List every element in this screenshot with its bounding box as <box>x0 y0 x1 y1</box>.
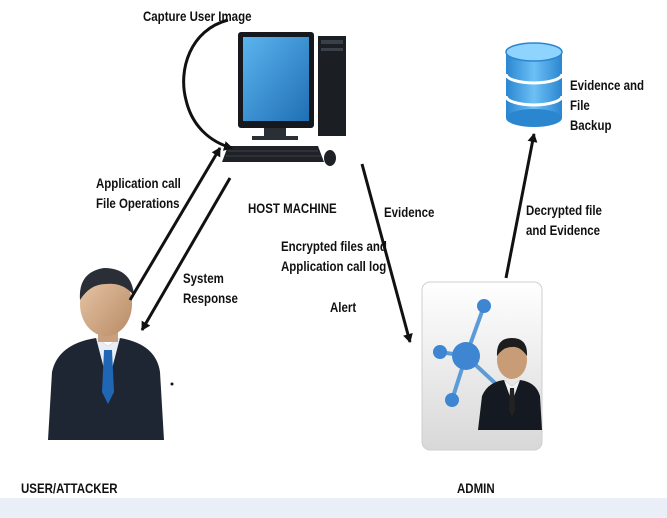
system-response-arrow <box>140 177 232 331</box>
backup-label: Evidence and File Backup <box>570 77 645 133</box>
footer-band <box>0 498 667 518</box>
host-machine-label: HOST MACHINE <box>248 200 337 216</box>
database-icon <box>504 42 564 127</box>
user-avatar <box>48 268 164 440</box>
evidence-arrow <box>360 163 413 343</box>
evidence-label: Evidence <box>384 204 435 220</box>
decrypted-label: Decrypted file and Evidence <box>526 202 602 238</box>
capture-arrow <box>182 18 233 151</box>
user-attacker-label: USER/ATTACKER <box>21 480 118 496</box>
backup-arrow <box>504 133 538 279</box>
admin-label: ADMIN <box>457 480 495 496</box>
app-call-label: Application call File Operations <box>96 175 181 211</box>
computer-icon <box>222 32 346 166</box>
alert-label: Alert <box>330 299 357 315</box>
capture-label: Capture User Image <box>143 8 252 24</box>
system-response-label: System Response <box>183 270 238 306</box>
app-call-arrow <box>128 147 222 301</box>
encrypted-label: Encrypted files and Application call log <box>281 238 387 274</box>
admin-icon <box>421 281 543 451</box>
